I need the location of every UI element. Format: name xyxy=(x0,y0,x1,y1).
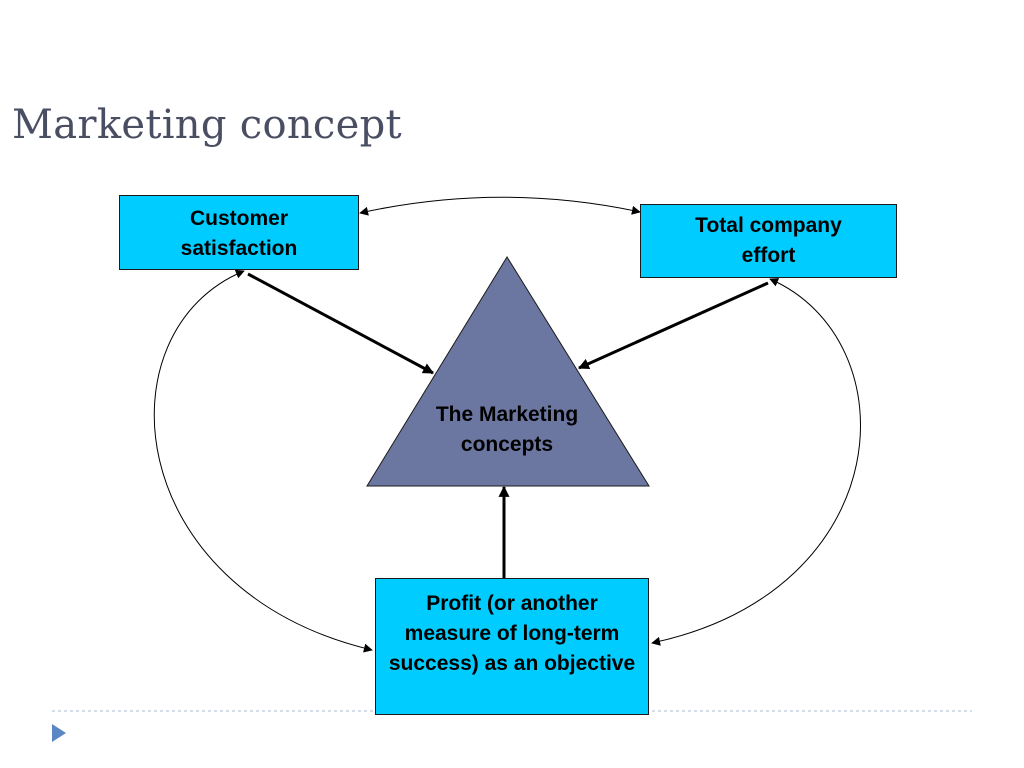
total-company-effort-box: Total company effort xyxy=(640,204,897,278)
curve-customer-to-profit xyxy=(153,269,373,653)
total-company-effort-label: Total company effort xyxy=(695,214,842,267)
arrow-company-to-triangle xyxy=(577,281,769,370)
marketing-concepts-label: The Marketing concepts xyxy=(435,403,579,456)
play-triangle-icon xyxy=(52,724,66,742)
curve-company-to-profit xyxy=(651,278,861,646)
profit-box: Profit (or another measure of long-term … xyxy=(375,578,649,715)
slide-title: Marketing concept xyxy=(12,102,402,148)
curve-customer-to-company xyxy=(359,196,641,216)
customer-satisfaction-label: Customer satisfaction xyxy=(180,207,298,260)
profit-label: Profit (or another measure of long-term … xyxy=(388,592,636,675)
customer-satisfaction-box: Customer satisfaction xyxy=(119,195,359,270)
arrow-customer-to-triangle xyxy=(247,272,434,375)
